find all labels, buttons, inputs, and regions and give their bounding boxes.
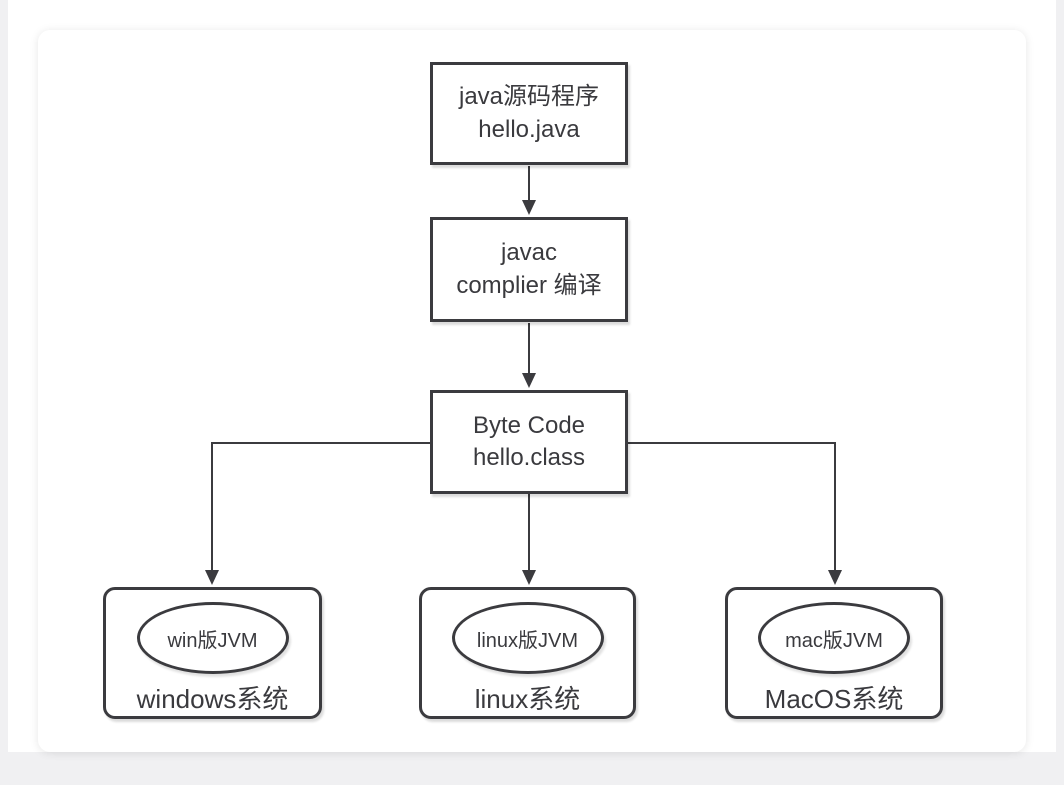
node-byte-code: Byte Code hello.class <box>430 390 628 494</box>
node-java-source-line1: java源码程序 <box>458 83 600 111</box>
node-windows-os: win版JVM windows系统 <box>103 587 322 719</box>
node-javac-compiler: javac complier 编译 <box>430 217 628 322</box>
node-macos-os: mac版JVM MacOS系统 <box>725 587 943 719</box>
node-javac-compiler-line2: complier 编译 <box>456 271 602 299</box>
node-java-source: java源码程序 hello.java <box>430 62 628 165</box>
jvm-ellipse-macos: mac版JVM <box>758 602 910 674</box>
jvm-ellipse-windows: win版JVM <box>136 602 289 674</box>
jvm-label-windows: win版JVM <box>167 629 258 652</box>
node-linux-os: linux版JVM linux系统 <box>419 587 636 719</box>
os-label-linux: linux系统 <box>474 684 581 714</box>
os-label-macos: MacOS系统 <box>764 684 904 714</box>
node-byte-code-line2: hello.class <box>472 444 586 471</box>
jvm-label-linux: linux版JVM <box>476 629 579 652</box>
node-javac-compiler-line1: javac <box>500 239 558 267</box>
node-java-source-line2: hello.java <box>478 115 580 143</box>
os-label-windows: windows系统 <box>136 684 289 714</box>
jvm-ellipse-linux: linux版JVM <box>451 602 604 674</box>
node-byte-code-line1: Byte Code <box>472 411 586 439</box>
jvm-label-macos: mac版JVM <box>785 629 883 652</box>
